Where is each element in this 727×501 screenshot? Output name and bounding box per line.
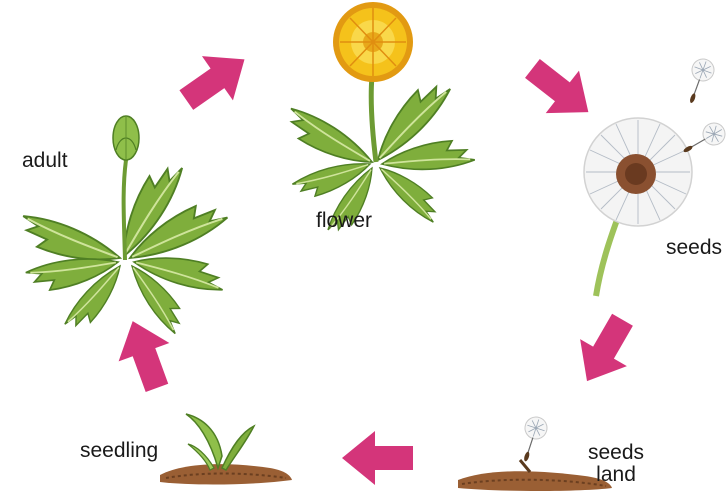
label-seeds-land: seeds land bbox=[588, 442, 644, 486]
flower-plant-illustration bbox=[280, 2, 475, 239]
label-adult: adult bbox=[22, 150, 68, 172]
arrow-adult-to-flower bbox=[171, 37, 260, 122]
label-flower: flower bbox=[316, 210, 372, 232]
arrow-seeds-to-land bbox=[564, 306, 646, 394]
label-seeds-land-line-2: land bbox=[588, 464, 644, 486]
label-seeds-land-line-1: seeds bbox=[588, 442, 644, 464]
seedling-illustration bbox=[160, 414, 292, 484]
label-seeds: seeds bbox=[666, 237, 722, 259]
arrow-land-to-seedling bbox=[342, 431, 413, 485]
arrow-flower-to-seeds bbox=[516, 47, 605, 133]
label-seedling: seedling bbox=[80, 440, 158, 462]
seedhead-illustration bbox=[584, 56, 727, 296]
